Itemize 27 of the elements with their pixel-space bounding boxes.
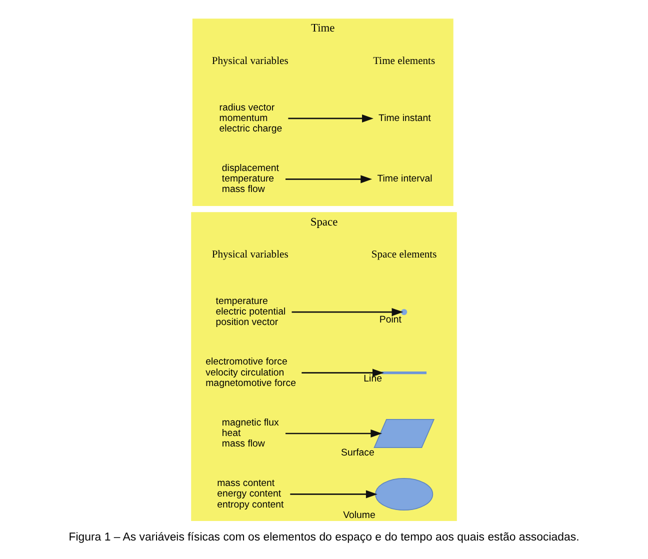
node-ellipse: [375, 478, 434, 510]
arrow: [286, 175, 372, 184]
node-text: radius vector momentum electric charge: [219, 102, 282, 134]
node-text: displacement temperature mass flow: [222, 163, 279, 196]
node-text: Time instant: [378, 112, 431, 124]
node-parallelogram: [374, 418, 435, 448]
node-text: Time interval: [377, 174, 432, 185]
arrow: [290, 490, 378, 498]
arrow: [288, 114, 374, 122]
node-label: Surface: [341, 447, 374, 458]
node-text: magnetic flux heat mass flow: [222, 417, 279, 450]
arrow: [302, 368, 384, 377]
node-text: temperature electric potential position vector: [216, 296, 286, 328]
label: Time elements: [373, 56, 436, 67]
node-circle: [401, 308, 408, 316]
node-label: Point: [379, 314, 402, 326]
caption: Figura 1 – As variáveis físicas com os elementos do espaço e do tempo aos quais estão associadas.: [68, 531, 580, 544]
arrow: [292, 308, 404, 316]
label: Physical variables: [212, 56, 288, 67]
node-label: Line: [364, 373, 382, 384]
label: Space elements: [371, 250, 437, 261]
label: Physical variables: [212, 250, 288, 261]
arrow: [286, 429, 382, 438]
node-line: [382, 371, 427, 374]
node-text: electromotive force velocity circulation magnetomotive force: [206, 356, 296, 389]
node-text: mass content energy content entropy content: [217, 478, 284, 510]
node-label: Volume: [343, 510, 376, 521]
